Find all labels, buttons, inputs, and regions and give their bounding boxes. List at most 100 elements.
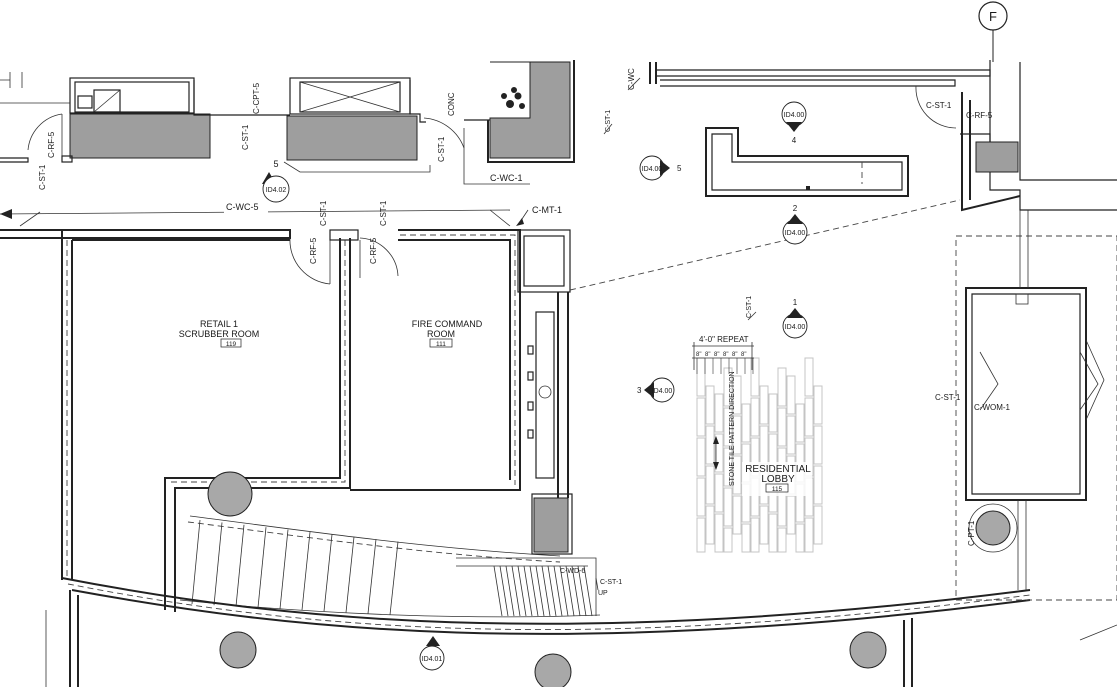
stone-tile bbox=[723, 407, 733, 447]
stair bbox=[179, 515, 601, 618]
svg-text:C-RF-5: C-RF-5 bbox=[966, 111, 993, 120]
stone-tile bbox=[741, 403, 751, 443]
stair-tread bbox=[559, 565, 569, 617]
stone-tile-pattern bbox=[696, 357, 823, 553]
svg-text:ID4.00: ID4.00 bbox=[784, 112, 805, 119]
stone-tile bbox=[705, 425, 715, 465]
svg-text:C-ST-1: C-ST-1 bbox=[600, 579, 622, 586]
stone-tile bbox=[804, 517, 814, 553]
stair-tread bbox=[257, 527, 267, 608]
svg-text:C-CPT-5: C-CPT-5 bbox=[252, 82, 261, 114]
stone-tile bbox=[705, 385, 715, 425]
svg-text:5: 5 bbox=[677, 164, 682, 173]
room-label-residential-lobby: RESIDENTIAL LOBBY 115 bbox=[742, 462, 812, 496]
svg-text:RESIDENTIAL: RESIDENTIAL bbox=[745, 464, 811, 475]
section-marker-id400-2: ID4.00 2 bbox=[782, 204, 808, 245]
stone-tile bbox=[804, 357, 814, 397]
stone-tile bbox=[750, 357, 760, 397]
stone-tile bbox=[696, 397, 706, 437]
room-label-retail-scrubber: RETAIL 1 SCRUBBER ROOM 119 bbox=[179, 319, 260, 348]
svg-text:C-ST-1: C-ST-1 bbox=[935, 393, 961, 402]
stair-tread bbox=[553, 565, 563, 617]
stair-tread bbox=[505, 565, 515, 617]
stair-tread bbox=[367, 539, 377, 614]
stair-tread bbox=[583, 565, 593, 617]
svg-text:LOBBY: LOBBY bbox=[761, 474, 795, 485]
stair-tread bbox=[541, 565, 551, 617]
stair-tread bbox=[279, 529, 289, 609]
stone-tile bbox=[750, 517, 760, 553]
stone-tile bbox=[777, 407, 787, 447]
stair-tread bbox=[345, 536, 355, 613]
stair-tread bbox=[235, 524, 245, 607]
section-marker-id400-5: ID4.00 5 bbox=[639, 155, 682, 181]
svg-text:119: 119 bbox=[226, 341, 237, 348]
svg-text:STONE TILE PATTERN DIRECTION: STONE TILE PATTERN DIRECTION bbox=[729, 371, 736, 486]
stone-tile bbox=[705, 505, 715, 545]
stone-tile bbox=[804, 397, 814, 437]
svg-text:111: 111 bbox=[436, 341, 446, 348]
svg-text:C-RF-5: C-RF-5 bbox=[309, 237, 318, 264]
svg-text:ID4.00: ID4.00 bbox=[785, 324, 806, 331]
stair-tread bbox=[577, 565, 587, 617]
structural-columns bbox=[207, 471, 1018, 687]
stone-tile bbox=[696, 357, 706, 397]
svg-text:C-ST-1: C-ST-1 bbox=[437, 136, 446, 162]
svg-text:RETAIL 1: RETAIL 1 bbox=[200, 319, 238, 329]
upper-right-walls: C-WC C-ST-1 C-RF-5 bbox=[627, 60, 1117, 212]
stair-tread bbox=[547, 565, 557, 617]
svg-text:UP: UP bbox=[598, 590, 608, 597]
svg-text:ID4.00: ID4.00 bbox=[642, 166, 663, 173]
svg-text:8": 8" bbox=[741, 352, 746, 358]
svg-text:ID4.00: ID4.00 bbox=[652, 388, 673, 395]
lobby-st1-tags: C-ST-1 C-ST-1 bbox=[603, 110, 757, 321]
stone-tile bbox=[723, 527, 733, 553]
svg-text:4'-0" REPEAT: 4'-0" REPEAT bbox=[699, 335, 749, 344]
svg-text:C-RF-5: C-RF-5 bbox=[369, 237, 378, 264]
stone-tile bbox=[786, 495, 796, 535]
grid-bubble-f: F bbox=[978, 1, 1008, 62]
stone-tile bbox=[759, 505, 769, 545]
svg-text:C-MT-1: C-MT-1 bbox=[532, 205, 562, 215]
reception-desk bbox=[705, 127, 909, 197]
stone-tile bbox=[732, 455, 742, 495]
svg-text:C-ST-1: C-ST-1 bbox=[746, 296, 753, 318]
stone-tile bbox=[795, 523, 805, 553]
section-marker-id402: ID4.02 5 bbox=[262, 159, 290, 203]
stone-tile bbox=[759, 425, 769, 465]
svg-text:C-ST-1: C-ST-1 bbox=[379, 200, 388, 226]
stone-tile bbox=[786, 375, 796, 415]
east-vestibule: C-ST-1 C-WOM-1 C-PT-1 bbox=[935, 210, 1117, 601]
stone-tile bbox=[813, 385, 823, 425]
svg-text:C-ST-1: C-ST-1 bbox=[241, 124, 250, 150]
svg-text:5: 5 bbox=[273, 159, 278, 169]
stair-tread bbox=[535, 565, 545, 617]
svg-text:C-WOM-1: C-WOM-1 bbox=[974, 403, 1011, 412]
svg-text:CONC: CONC bbox=[447, 92, 456, 116]
stone-tile bbox=[777, 367, 787, 407]
stone-tile bbox=[723, 487, 733, 527]
svg-text:C-WC-5: C-WC-5 bbox=[226, 202, 259, 212]
section-marker-id400-3: ID4.00 3 bbox=[637, 377, 675, 403]
stone-tile bbox=[714, 433, 724, 473]
top-left-counters bbox=[0, 60, 575, 185]
plant-icon bbox=[501, 87, 525, 109]
stone-tile bbox=[714, 393, 724, 433]
stone-tile bbox=[741, 523, 751, 553]
stone-tile bbox=[750, 397, 760, 437]
stair-tread bbox=[517, 565, 527, 617]
stone-tile bbox=[732, 495, 742, 535]
svg-text:3: 3 bbox=[637, 386, 642, 395]
stair-tread bbox=[499, 565, 509, 617]
stair-tread bbox=[213, 522, 223, 606]
stair-tread bbox=[493, 565, 503, 617]
svg-text:8": 8" bbox=[696, 352, 701, 358]
stone-tile bbox=[813, 425, 823, 465]
svg-text:2: 2 bbox=[793, 204, 798, 213]
svg-text:C-WD-6: C-WD-6 bbox=[560, 568, 585, 575]
stone-tile bbox=[696, 517, 706, 553]
curved-storefront bbox=[45, 577, 1117, 687]
lobby-west-edge bbox=[517, 199, 961, 555]
stone-tile bbox=[813, 465, 823, 505]
stone-tile bbox=[813, 505, 823, 545]
